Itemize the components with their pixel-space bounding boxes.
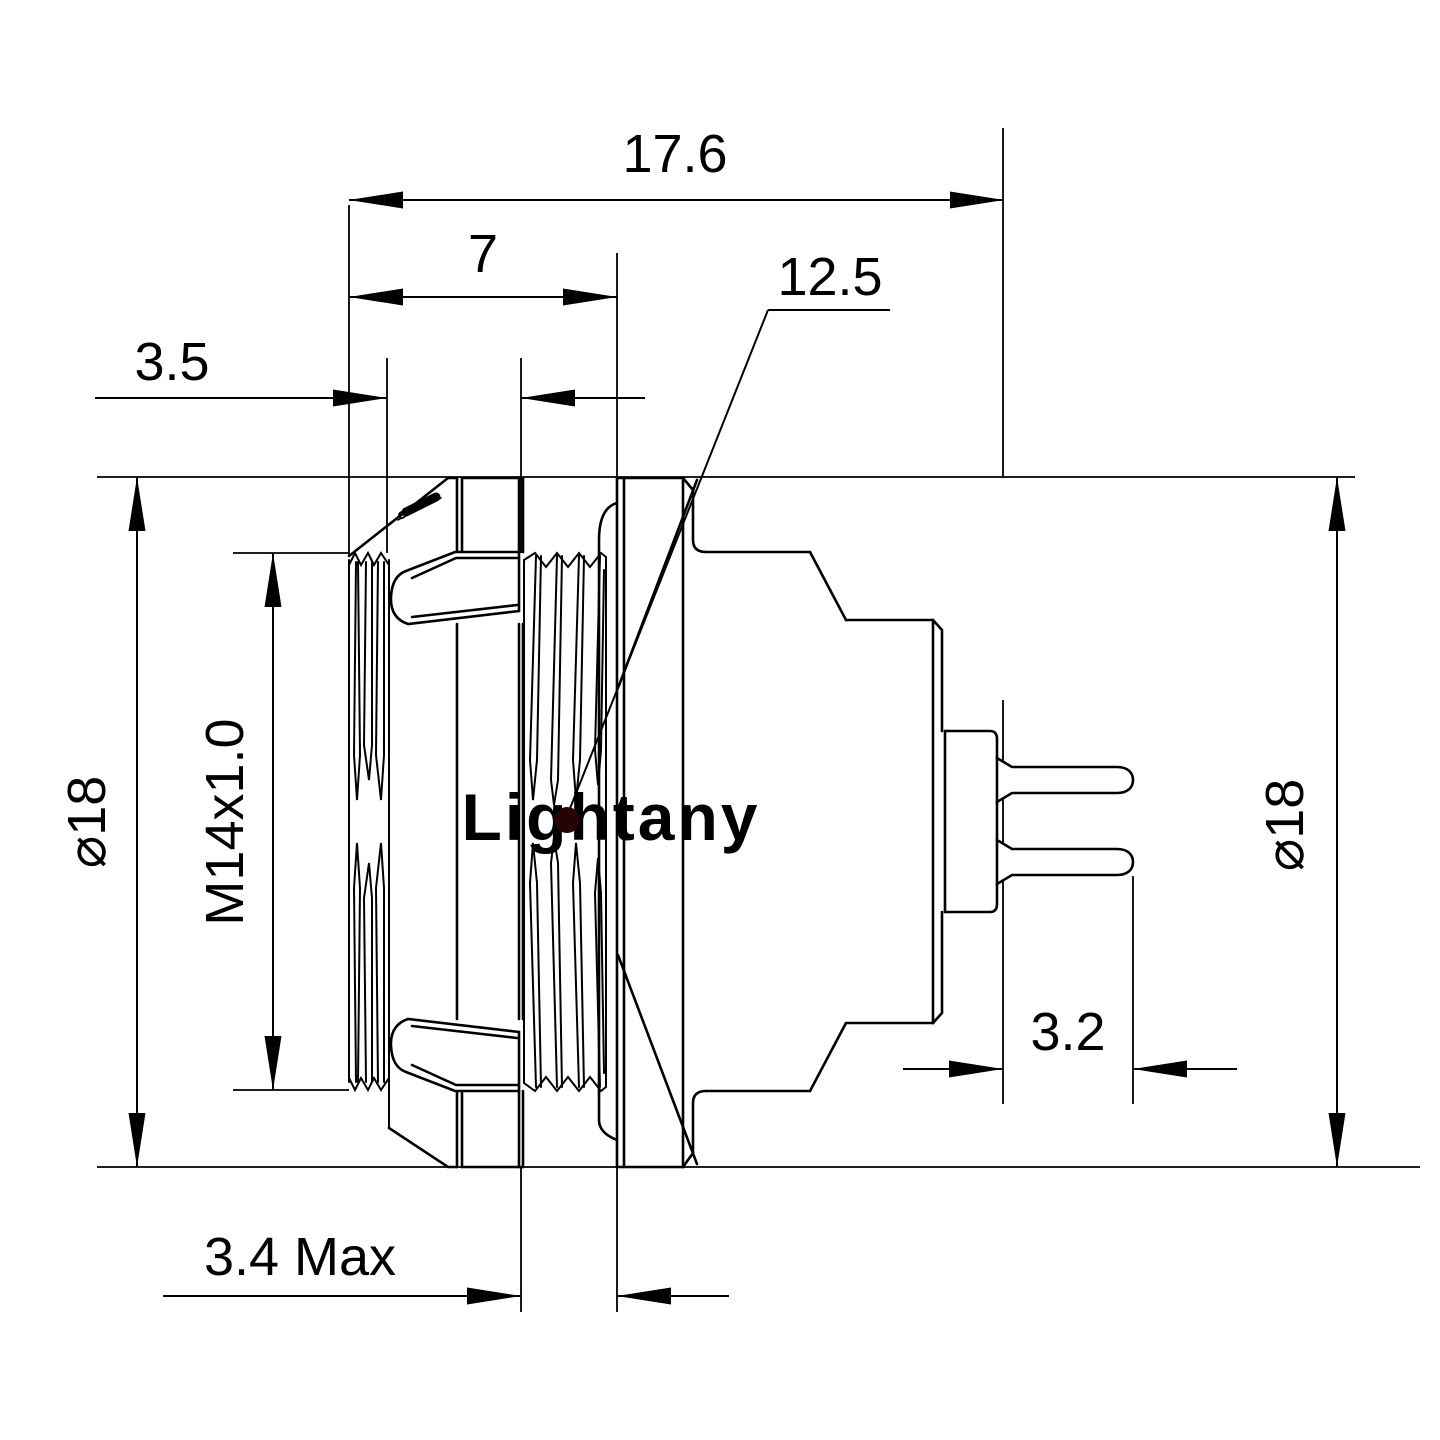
mounting-thread xyxy=(523,551,607,1093)
construction-lines xyxy=(97,128,1420,1312)
rear-body xyxy=(704,550,944,1093)
leader-dot xyxy=(554,807,580,833)
dim-front-length-label: 7 xyxy=(468,224,498,284)
dim-overall-length-label: 17.6 xyxy=(622,124,727,184)
nut-marking xyxy=(397,492,442,521)
dim-pin-protrusion-label: 3.2 xyxy=(1030,1002,1105,1062)
dim-diameter-left: ⌀18 xyxy=(57,477,146,1167)
flange xyxy=(615,476,708,1169)
dim-thread-spec-label: M14x1.0 xyxy=(195,718,255,925)
rear-boss xyxy=(943,729,999,914)
front-thread xyxy=(348,550,390,1129)
front-nut xyxy=(347,476,464,1169)
solder-pins xyxy=(995,755,1135,887)
dim-thread-spec: M14x1.0 xyxy=(195,553,282,1090)
dim-diameter-left-label: ⌀18 xyxy=(57,776,117,869)
dim-diameter-right-label: ⌀18 xyxy=(1255,779,1315,872)
connector-outline xyxy=(347,476,1135,1169)
watermark-text: Lightany xyxy=(462,780,761,854)
dim-front-length: 7 xyxy=(349,224,617,306)
dim-panel-thickness: 3.4 Max xyxy=(163,1227,729,1305)
dim-nut-thickness: 3.5 xyxy=(95,332,645,407)
dim-pin-protrusion: 3.2 xyxy=(903,1002,1237,1078)
dim-diameter-right: ⌀18 xyxy=(1255,477,1346,1167)
dim-thread-diameter-callout: 12.5 xyxy=(554,247,890,833)
dim-panel-thickness-label: 3.4 Max xyxy=(204,1227,396,1287)
locking-washer-wings xyxy=(389,550,521,1093)
neck xyxy=(597,501,619,1142)
dim-nut-thickness-label: 3.5 xyxy=(134,332,209,392)
dim-overall-length: 17.6 xyxy=(349,124,1004,209)
dim-thread-diameter-label: 12.5 xyxy=(777,247,882,307)
